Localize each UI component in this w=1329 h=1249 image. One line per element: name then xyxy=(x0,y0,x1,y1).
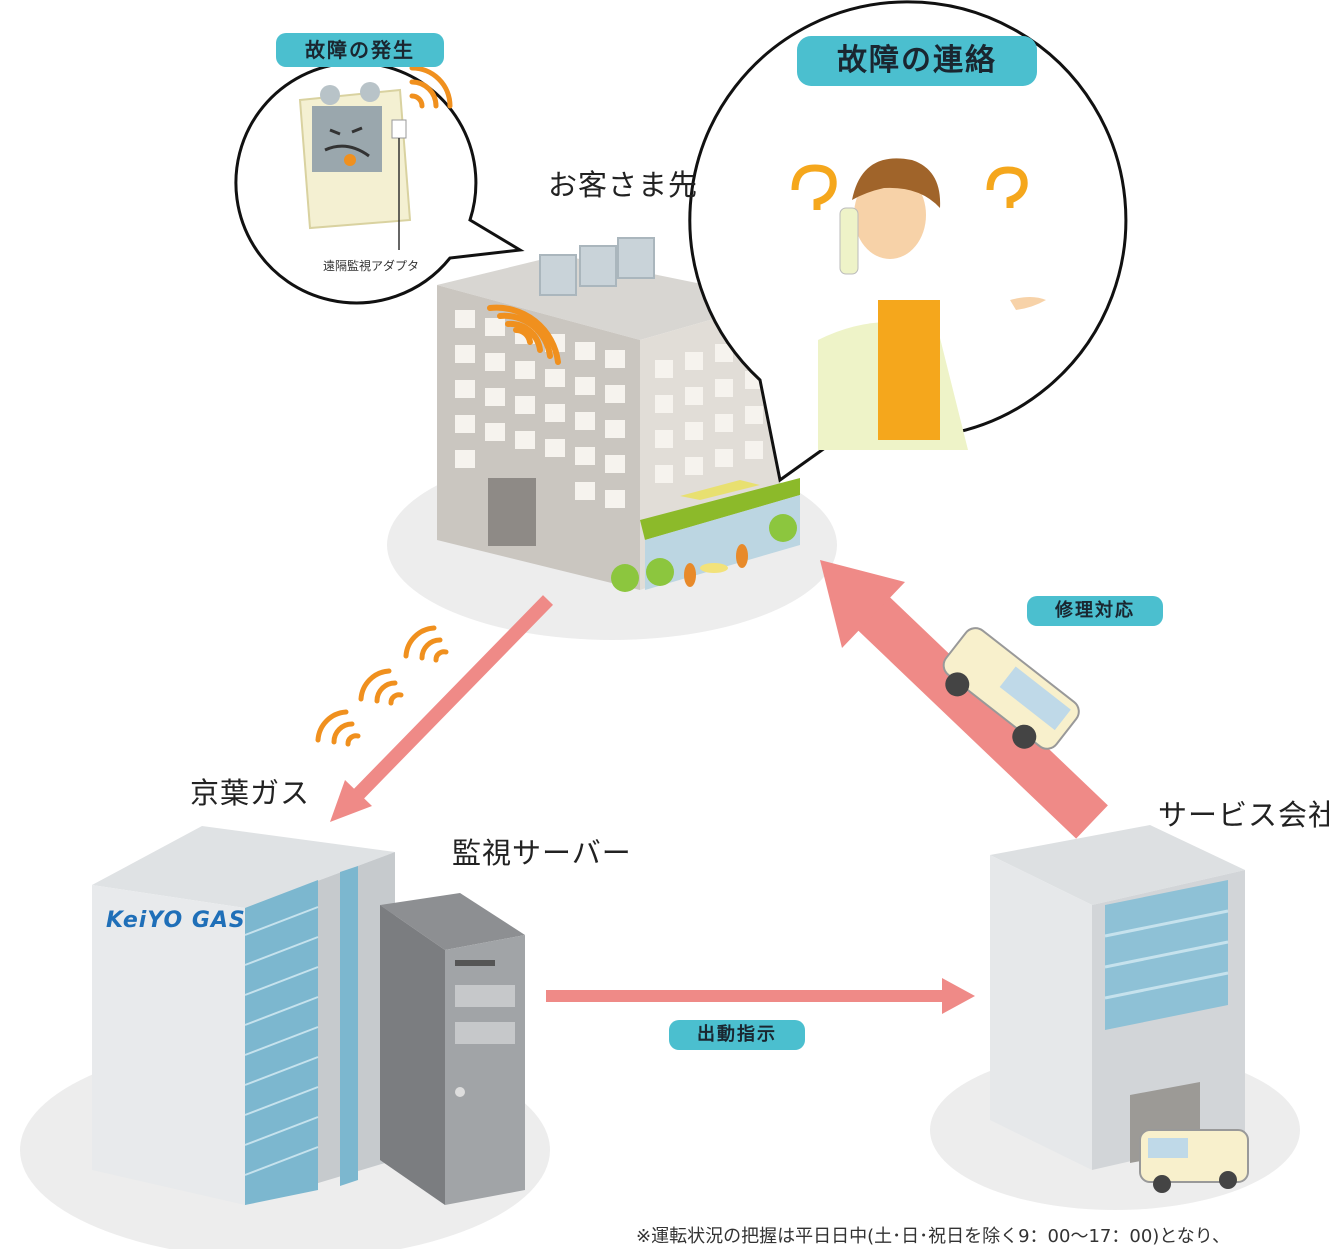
keiyo-logo: KeiYO GAS xyxy=(106,908,246,933)
badge-dispatch: 出動指示 xyxy=(669,1020,805,1050)
footnote: ※運転状況の把握は平日日中(土･日･祝日を除く9：00〜17：00)となり、 xyxy=(636,1226,1231,1247)
signal-waves-icon xyxy=(315,625,449,747)
person-on-phone-icon xyxy=(791,158,1046,450)
service-van-icon xyxy=(942,627,1080,750)
service-building xyxy=(990,825,1249,1193)
arrow-service-to-customer xyxy=(820,560,1108,839)
customer-building xyxy=(437,237,800,592)
failure-bubble xyxy=(234,61,525,305)
arrow-keiyo-to-service xyxy=(546,978,975,1014)
keiyo-building xyxy=(92,826,395,1205)
badge-contact: 故障の連絡 xyxy=(797,36,1037,86)
service-label: サービス会社 xyxy=(1158,798,1329,832)
badge-repair: 修理対応 xyxy=(1027,596,1163,626)
customer-label: お客さま先 xyxy=(548,168,699,202)
badge-failure: 故障の発生 xyxy=(276,33,444,67)
adapter-label: 遠隔監視アダプタ xyxy=(323,259,420,273)
keiyo-label: 京葉ガス xyxy=(190,776,311,810)
arrow-customer-to-keiyo xyxy=(330,595,554,822)
air-conditioner-icon xyxy=(298,82,412,250)
server-tower-icon xyxy=(380,893,525,1205)
ac-signal-icon xyxy=(409,65,453,109)
server-label: 監視サーバー xyxy=(452,836,632,870)
building-signal-icon xyxy=(487,304,561,365)
parked-van-icon xyxy=(1139,1129,1249,1193)
contact-bubble xyxy=(688,0,1128,483)
